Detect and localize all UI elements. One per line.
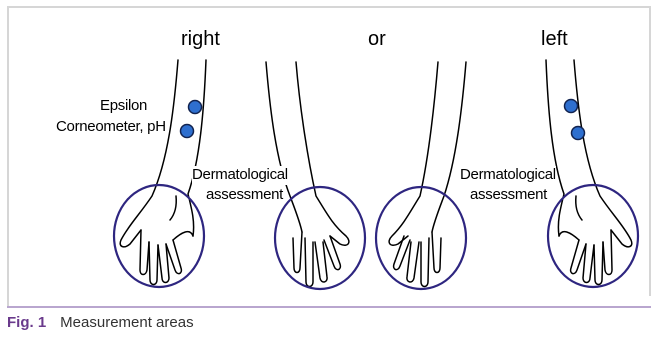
assessment-circle-4 xyxy=(548,185,638,287)
measurement-dot-corneometer-left xyxy=(572,127,585,140)
figure-number: Fig. 1 xyxy=(7,314,46,331)
assessment-circle-1 xyxy=(114,185,204,287)
annotation-dermatological-left-1: Dermatological xyxy=(192,166,288,185)
caption-text: Measurement areas xyxy=(60,314,193,331)
measurement-dot-epsilon-right xyxy=(189,101,202,114)
measurement-dot-epsilon-left xyxy=(565,100,578,113)
caption-divider xyxy=(7,306,651,308)
annotation-epsilon: Epsilon xyxy=(100,97,147,116)
figure-caption: Fig. 1 Measurement areas xyxy=(7,314,194,331)
annotation-corneometer: Corneometer, pH xyxy=(56,118,166,137)
measurement-dot-corneometer-right xyxy=(181,125,194,138)
annotation-dermatological-left-2: assessment xyxy=(206,186,283,205)
annotation-dermatological-right-2: assessment xyxy=(470,186,547,205)
arm-left-forearm-outline xyxy=(546,60,632,285)
annotation-dermatological-right-1: Dermatological xyxy=(460,166,556,185)
arm-left-outer-outline xyxy=(389,62,466,287)
